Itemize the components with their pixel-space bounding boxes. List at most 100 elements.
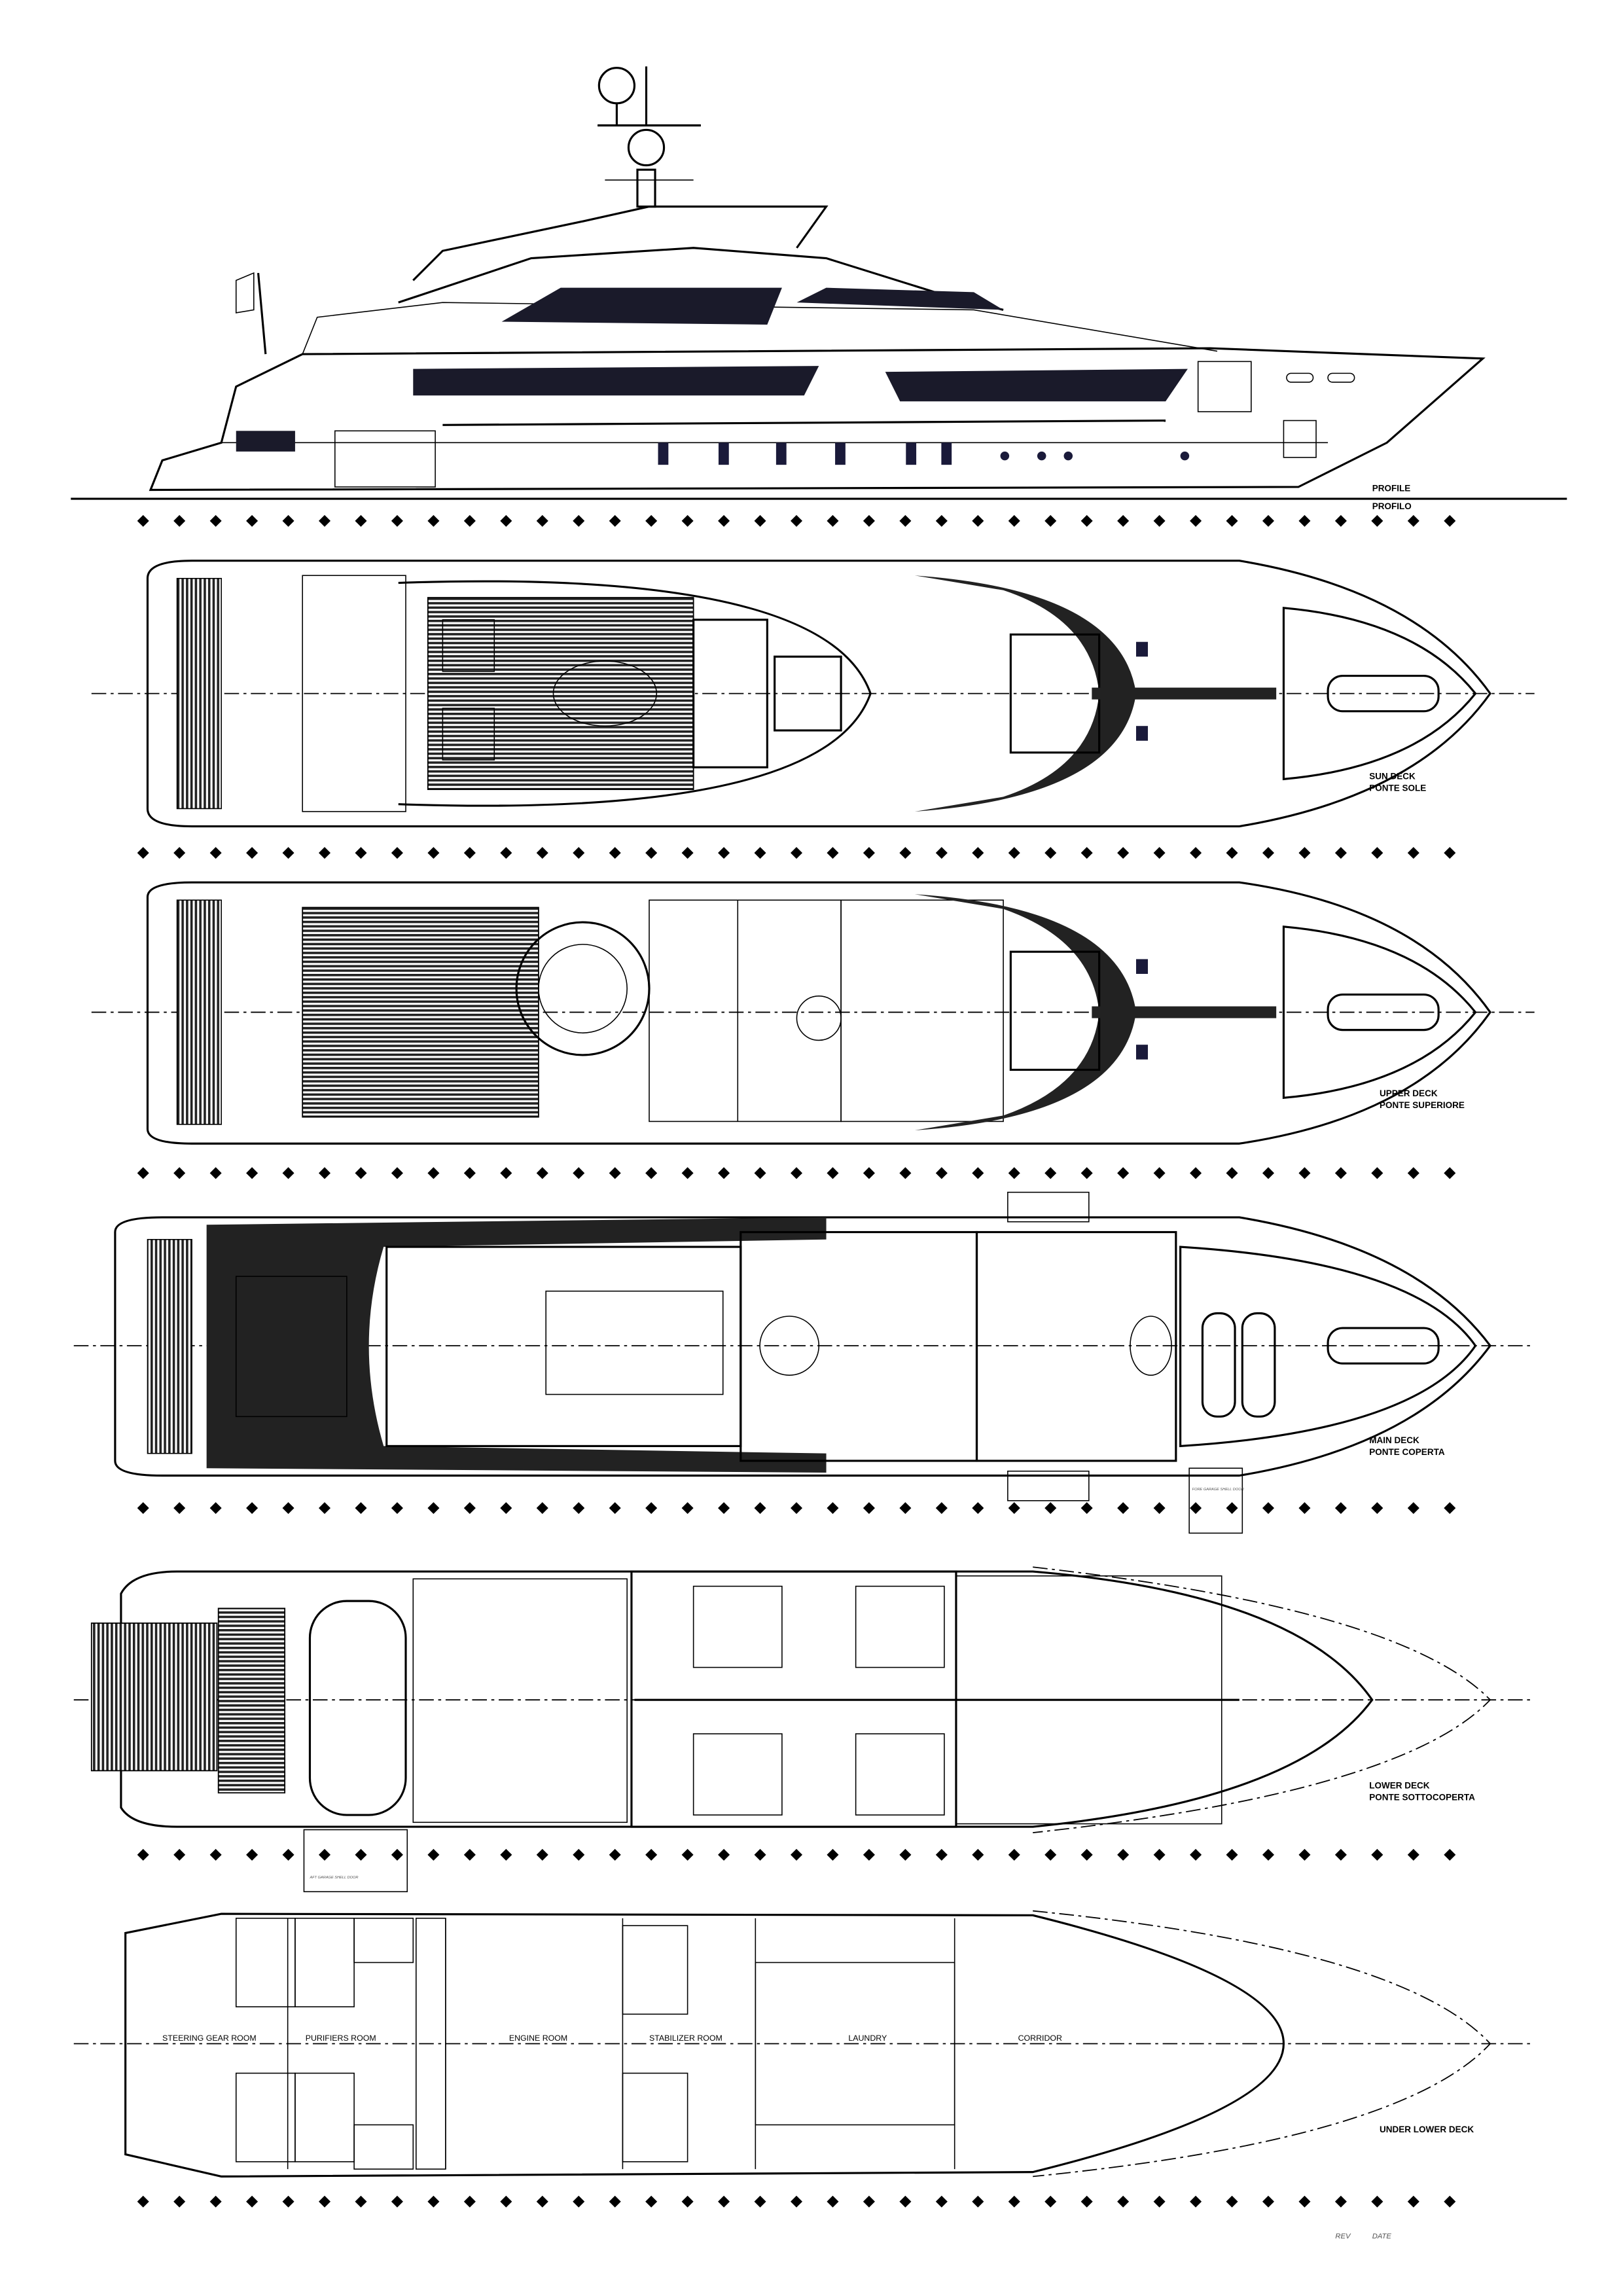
frame-marker <box>863 1502 875 1515</box>
frame-marker <box>754 1167 766 1179</box>
frame-marker <box>1407 1848 1419 1861</box>
frame-marker <box>1117 514 1130 527</box>
frame-marker <box>246 2195 259 2208</box>
frame-marker <box>355 514 367 527</box>
frame-marker <box>645 514 658 527</box>
under-lower-deck-label: UNDER LOWER DECK <box>1380 2125 1474 2134</box>
frame-marker <box>282 2195 294 2208</box>
frame-marker <box>1117 1848 1130 1861</box>
room-purifiers: PURIFIERS ROOM <box>306 2034 376 2043</box>
frame-marker <box>573 847 585 859</box>
frame-marker <box>355 1502 367 1515</box>
frame-marker <box>1444 1502 1456 1515</box>
frame-marker <box>790 1502 803 1515</box>
frame-marker <box>246 1502 259 1515</box>
frame-marker <box>1080 1502 1093 1515</box>
frame-marker <box>246 847 259 859</box>
frame-marker <box>1444 514 1456 527</box>
profile-label-it: PROFILO <box>1372 501 1412 511</box>
frame-marker <box>863 514 875 527</box>
frame-marker <box>355 1167 367 1179</box>
frame-marker <box>1371 1848 1383 1861</box>
frame-marker <box>1371 2195 1383 2208</box>
frame-marker <box>718 847 730 859</box>
frame-marker <box>935 514 948 527</box>
frame-marker <box>718 1167 730 1179</box>
frame-marker <box>645 1502 658 1515</box>
main-deck-label: MAIN DECK <box>1369 1435 1419 1445</box>
frame-marker <box>137 1502 149 1515</box>
frame-marker <box>1008 514 1020 527</box>
frame-marker <box>536 2195 548 2208</box>
main-deck-plan: FORE GARAGE SHELL DOOR MAIN DECK PONTE C… <box>73 1191 1535 1534</box>
frame-marker <box>718 1848 730 1861</box>
frame-marker <box>1262 2195 1275 2208</box>
frame-marker <box>645 2195 658 2208</box>
fore-garage-door-label: FORE GARAGE SHELL DOOR <box>1192 1488 1244 1492</box>
frame-marker <box>1117 2195 1130 2208</box>
frame-marker <box>173 514 186 527</box>
frame-marker <box>790 847 803 859</box>
frame-marker <box>1117 847 1130 859</box>
frame-marker <box>790 1167 803 1179</box>
frame-marker <box>1080 847 1093 859</box>
frame-marker <box>1044 2195 1057 2208</box>
frame-marker <box>1008 847 1020 859</box>
frame-marker <box>863 1848 875 1861</box>
frame-marker <box>137 2195 149 2208</box>
frame-marker <box>137 514 149 527</box>
frame-marker <box>1444 1167 1456 1179</box>
frame-marker <box>1044 1502 1057 1515</box>
frame-marker <box>500 1848 512 1861</box>
frame-marker <box>790 1848 803 1861</box>
frame-marker <box>1407 1502 1419 1515</box>
frame-marker <box>573 514 585 527</box>
frame-marker <box>282 1502 294 1515</box>
frame-marker <box>754 847 766 859</box>
frame-marker <box>1298 1167 1311 1179</box>
frame-marker <box>899 2195 912 2208</box>
frame-marker <box>899 1502 912 1515</box>
frame-marker <box>1334 847 1347 859</box>
frame-marker <box>500 2195 512 2208</box>
room-stabilizer: STABILIZER ROOM <box>649 2034 722 2043</box>
frame-marker <box>1407 514 1419 527</box>
lower-deck-plan: AFT GARAGE SHELL DOOR LOWER DECK PONTE S… <box>73 1566 1535 1893</box>
frame-marker <box>718 1502 730 1515</box>
frame-marker <box>209 1167 222 1179</box>
frame-marker <box>1153 2195 1166 2208</box>
frame-marker <box>1298 1848 1311 1861</box>
sun-deck-plan: SUN DECK PONTE SOLE <box>91 560 1535 828</box>
frame-marker <box>1334 2195 1347 2208</box>
frame-marker <box>681 514 694 527</box>
frame-marker <box>1044 1848 1057 1861</box>
frame-marker <box>863 2195 875 2208</box>
frame-marker <box>899 514 912 527</box>
frame-marker <box>935 1167 948 1179</box>
frame-marker <box>718 514 730 527</box>
frame-marker <box>1226 514 1238 527</box>
frame-marker <box>1190 2195 1202 2208</box>
frame-marker <box>209 1502 222 1515</box>
date-label: DATE <box>1372 2233 1392 2240</box>
frame-marker <box>863 847 875 859</box>
frame-marker <box>463 514 476 527</box>
frame-marker <box>645 847 658 859</box>
frame-marker <box>827 847 839 859</box>
frame-marker <box>1190 514 1202 527</box>
frame-marker <box>645 1848 658 1861</box>
frame-marker <box>790 2195 803 2208</box>
sun-deck-label: SUN DECK <box>1369 771 1416 781</box>
frame-marker <box>863 1167 875 1179</box>
title-block: REV DATE <box>1335 2233 1391 2240</box>
frame-marker <box>427 514 440 527</box>
frame-marker <box>972 1848 984 1861</box>
frame-marker <box>282 847 294 859</box>
frame-marker <box>1226 1848 1238 1861</box>
frame-marker <box>754 1848 766 1861</box>
frame-marker <box>1407 1167 1419 1179</box>
frame-marker <box>1044 514 1057 527</box>
frame-marker <box>609 1848 621 1861</box>
frame-marker <box>1190 1167 1202 1179</box>
frame-marker <box>318 847 331 859</box>
